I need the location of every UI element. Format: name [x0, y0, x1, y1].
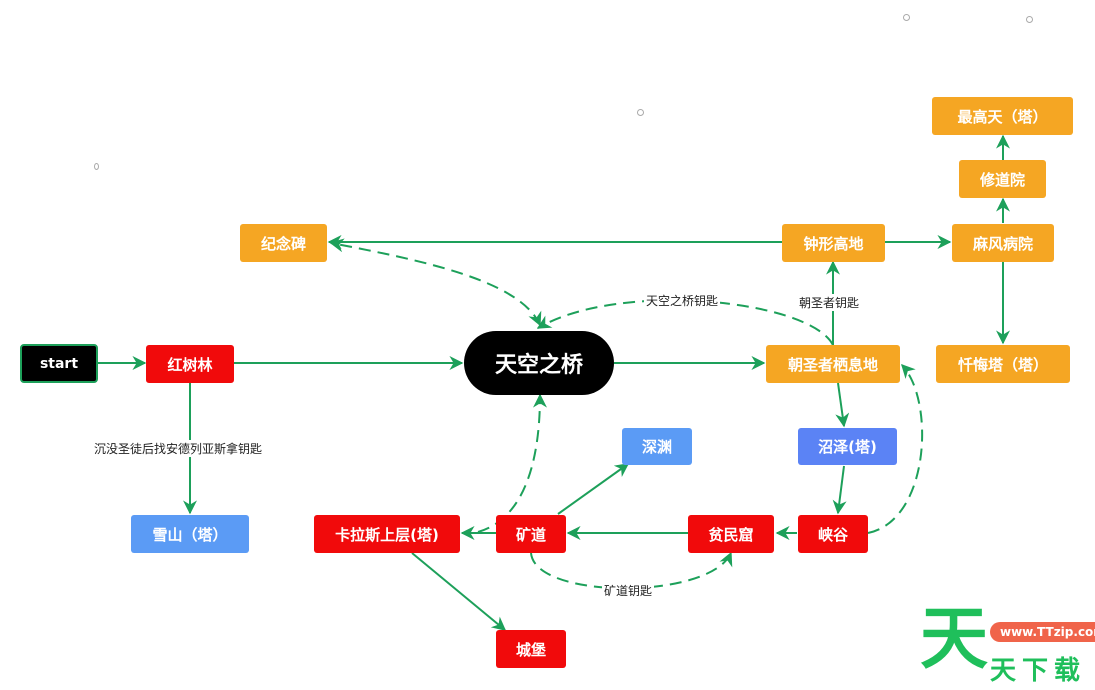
watermark-big-char: 天 [920, 600, 989, 679]
node-highest-heaven[interactable]: 最高天（塔） [932, 97, 1073, 135]
watermark-logo: 天 www.TTzip.com 天下载 [920, 606, 1095, 690]
node-carath-upper[interactable]: 卡拉斯上层(塔) [314, 515, 460, 553]
edge-label-sky-bridge-key: 天空之桥钥匙 [644, 292, 721, 309]
node-start[interactable]: start [20, 344, 98, 383]
stray-dot [1026, 16, 1033, 23]
edge-swamp-canyon [832, 465, 847, 515]
stray-dot [903, 14, 910, 21]
node-swamp[interactable]: 沼泽(塔) [798, 428, 897, 465]
node-castle[interactable]: 城堡 [496, 630, 566, 668]
edge-label-mine-key: 矿道钥匙 [602, 582, 655, 599]
edge-pilgrim-swamp [835, 382, 850, 428]
watermark-url: www.TTzip.com [990, 622, 1095, 642]
edge-label-pilgrim-key: 朝圣者钥匙 [797, 294, 862, 311]
stray-dot [94, 163, 99, 170]
edge-dashed-carath-skybridge [477, 393, 547, 533]
stray-dot [637, 109, 644, 116]
edge-label-snow-key: 沉没圣徒后找安德列亚斯拿钥匙 [92, 440, 265, 457]
node-monument[interactable]: 纪念碑 [240, 224, 327, 262]
edge-dashed-canyon-pilgrim [867, 363, 924, 534]
node-snow-mountain[interactable]: 雪山（塔） [131, 515, 249, 553]
node-penitence-tower[interactable]: 忏悔塔（塔） [936, 345, 1070, 383]
node-sky-bridge[interactable]: 天空之桥 [464, 331, 614, 395]
edge-carath-castle [411, 552, 507, 631]
watermark-text: 天下载 [990, 656, 1087, 686]
node-abyss[interactable]: 深渊 [622, 428, 692, 465]
node-pilgrim-rest[interactable]: 朝圣者栖息地 [766, 345, 900, 383]
edge-mine-abyss [557, 463, 630, 515]
node-leper-hospital[interactable]: 麻风病院 [952, 224, 1054, 262]
node-slum[interactable]: 贫民窟 [688, 515, 774, 553]
node-mangrove[interactable]: 红树林 [146, 345, 234, 383]
node-canyon[interactable]: 峡谷 [798, 515, 868, 553]
node-bell-highland[interactable]: 钟形高地 [782, 224, 885, 262]
node-monastery[interactable]: 修道院 [959, 160, 1046, 198]
node-mine[interactable]: 矿道 [496, 515, 566, 553]
edge-dashed-monument-skybridge [329, 238, 542, 327]
